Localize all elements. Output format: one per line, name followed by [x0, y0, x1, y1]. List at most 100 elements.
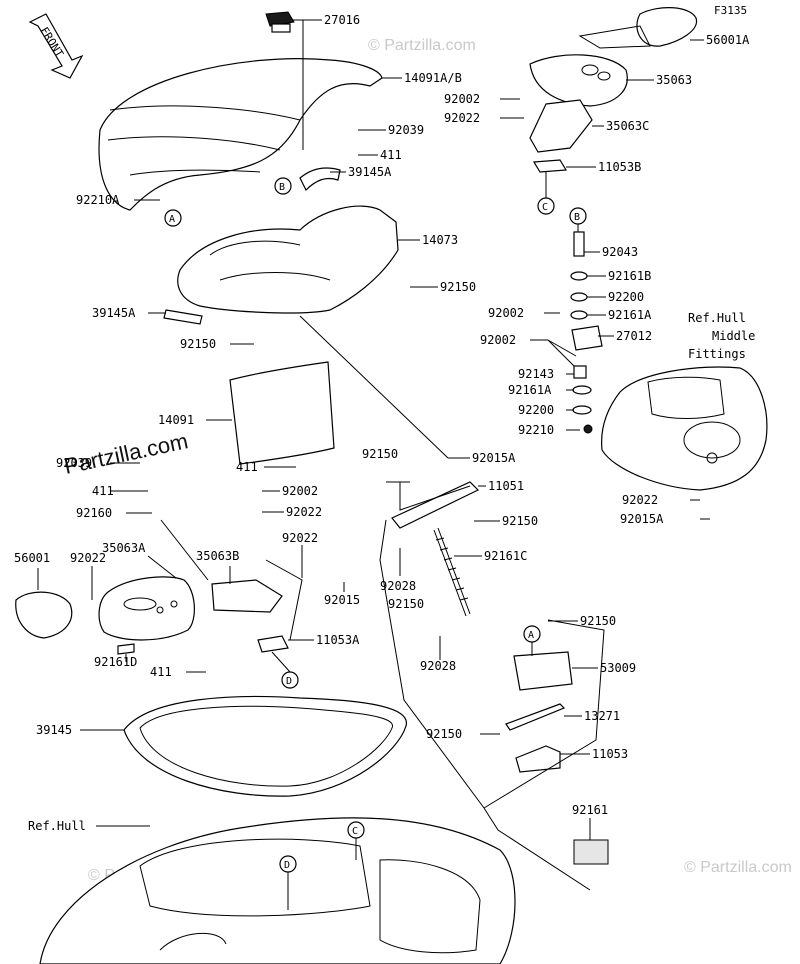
callout-411-a: 411	[380, 148, 402, 162]
svg-text:C: C	[352, 826, 358, 837]
seal-39145-part	[123, 695, 407, 797]
callout-14073: 14073	[422, 233, 458, 247]
callout-39145A-top: 39145A	[348, 165, 392, 179]
svg-text:A: A	[169, 214, 175, 225]
pad-39145A-top	[299, 167, 341, 192]
callout-11051: 11051	[488, 479, 524, 493]
svg-text:B: B	[279, 182, 285, 193]
callout-92160: 92160	[76, 506, 112, 520]
callout-92150-f: 92150	[580, 614, 616, 628]
bracket-27012-part	[571, 325, 603, 351]
marker-a-top: A	[164, 209, 182, 227]
svg-text:D: D	[286, 676, 292, 687]
marker-b-right: B	[569, 207, 587, 225]
callout-92002-mid: 92002	[488, 306, 524, 320]
callout-92022-left: 92022	[70, 551, 106, 565]
watermark-faint-3: © Partzilla.com	[684, 859, 792, 876]
mirror-housing-35063-part	[529, 54, 628, 107]
callout-92200-a: 92200	[608, 290, 644, 304]
bolt-92043	[573, 231, 585, 257]
callout-92210: 92210	[518, 423, 554, 437]
callout-92161A-b: 92161A	[508, 383, 552, 397]
callout-35063C: 35063C	[606, 119, 649, 133]
callout-13271: 13271	[584, 709, 620, 723]
marker-c-top: C	[537, 197, 555, 215]
mirror-56001A-part	[636, 7, 698, 47]
callout-92150-a: 92150	[440, 280, 476, 294]
plate-11053-part	[515, 745, 561, 773]
callout-53009: 53009	[600, 661, 636, 675]
bracket-11051-part	[391, 481, 480, 529]
svg-text:C: C	[542, 202, 548, 213]
callout-56001: 56001	[14, 551, 50, 565]
callout-92022-top: 92022	[444, 111, 480, 125]
hull-part	[39, 817, 516, 964]
callout-92015: 92015	[324, 593, 360, 607]
washer-92200-b	[572, 405, 592, 415]
callout-92143: 92143	[518, 367, 554, 381]
diagram-code: F3135	[714, 4, 747, 17]
bracket-35063B-part	[211, 579, 283, 613]
callout-92002-low: 92002	[282, 484, 318, 498]
watermark-main: Partzilla.com	[62, 428, 190, 479]
panel-14091-part	[229, 361, 335, 465]
mirror-housing-35063A-part	[98, 576, 195, 641]
svg-text:D: D	[284, 860, 290, 871]
callout-92150-g: 92150	[426, 727, 462, 741]
plate-11053A-part	[257, 635, 289, 653]
callout-92150-c: 92150	[362, 447, 398, 461]
pad-92161D	[117, 643, 135, 655]
callout-411-b: 411	[236, 460, 258, 474]
callout-411-d: 411	[150, 665, 172, 679]
hull-middle-label-3: Fittings	[688, 347, 746, 361]
cap-part	[265, 11, 295, 27]
label-92161-part	[573, 839, 609, 865]
leader-lines	[37, 19, 710, 910]
front-arrow-icon: FRONT	[28, 13, 84, 79]
callout-92039: 92039	[388, 123, 424, 137]
callout-92200-b: 92200	[518, 403, 554, 417]
seat-cover-part	[98, 58, 383, 211]
callout-92150-d: 92150	[502, 514, 538, 528]
marker-b-top: B	[274, 177, 292, 195]
callout-92022-mid: 92022	[282, 531, 318, 545]
washer-92200-a	[570, 292, 588, 302]
hull-middle-label-2: Middle	[712, 329, 755, 343]
callout-92210A: 92210A	[76, 193, 120, 207]
callout-56001A: 56001A	[706, 33, 750, 47]
hull-middle-fittings-part	[601, 366, 768, 491]
callout-39145: 39145	[36, 723, 72, 737]
bracket-35063C-part	[529, 99, 593, 153]
handle-53009-part	[513, 651, 573, 691]
callout-92039-b: 92039	[56, 456, 92, 470]
callout-11053A: 11053A	[316, 633, 360, 647]
plate-11053B-part	[532, 159, 568, 173]
callout-92022-right: 92022	[622, 493, 658, 507]
pad-39145A-left	[163, 309, 203, 325]
callout-92002-top: 92002	[444, 92, 480, 106]
svg-text:B: B	[574, 212, 580, 223]
nut-92210	[583, 424, 593, 434]
washer-92161A-b	[572, 385, 592, 395]
callout-92161D: 92161D	[94, 655, 137, 669]
callout-92002-mid2: 92002	[480, 333, 516, 347]
callout-27016: 27016	[324, 13, 360, 27]
callout-92022-low: 92022	[286, 505, 322, 519]
spring-92161C-part	[433, 527, 471, 617]
callout-14091AB: 14091A/B	[404, 71, 462, 85]
callout-35063A: 35063A	[102, 541, 146, 555]
watermark-faint-1: © Partzilla.com	[368, 37, 476, 54]
callout-14091: 14091	[158, 413, 194, 427]
seat-base-part	[177, 205, 399, 314]
callout-35063B: 35063B	[196, 549, 239, 563]
mirror-56001-part	[15, 591, 73, 639]
marker-c-bottom: C	[347, 821, 365, 839]
marker-d-bottom: D	[279, 855, 297, 873]
callout-92015A-b: 92015A	[620, 512, 664, 526]
callout-92150-b: 92150	[180, 337, 216, 351]
callout-92028-b: 92028	[420, 659, 456, 673]
callout-92161C: 92161C	[484, 549, 527, 563]
strip-13271-part	[505, 703, 566, 731]
collar-92143	[573, 365, 587, 379]
